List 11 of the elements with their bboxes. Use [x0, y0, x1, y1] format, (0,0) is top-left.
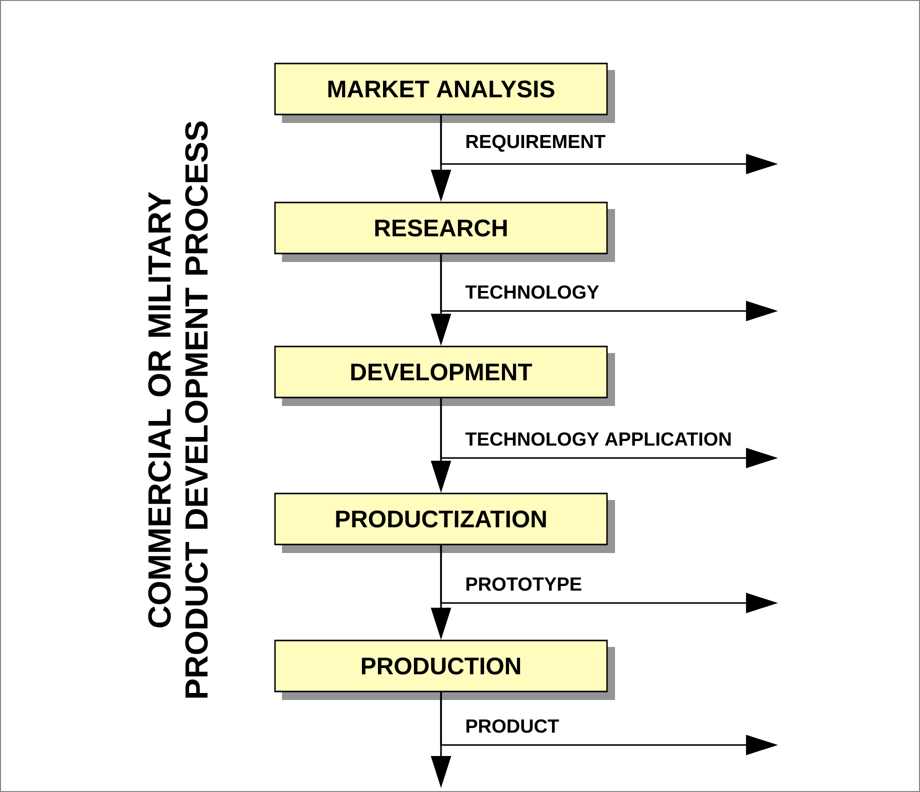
process-box: MARKET ANALYSIS: [274, 62, 608, 116]
process-box: RESEARCH: [274, 202, 608, 254]
title: COMMERCIAL OR MILITARY PRODUCT DEVELOPMENT PROCESS: [148, 121, 208, 698]
process-box: DEVELOPMENT: [274, 346, 608, 398]
edge-label: TECHNOLOGY APPLICATION: [464, 431, 733, 447]
edge-label: PROTOTYPE: [464, 576, 584, 592]
edge-label: TECHNOLOGY: [464, 284, 600, 300]
edge-label: PRODUCT: [464, 718, 560, 734]
edge-label: REQUIREMENT: [464, 134, 607, 153]
process-box: PRODUCTIZATION: [274, 492, 608, 546]
process-box: PRODUCTION: [274, 640, 608, 692]
